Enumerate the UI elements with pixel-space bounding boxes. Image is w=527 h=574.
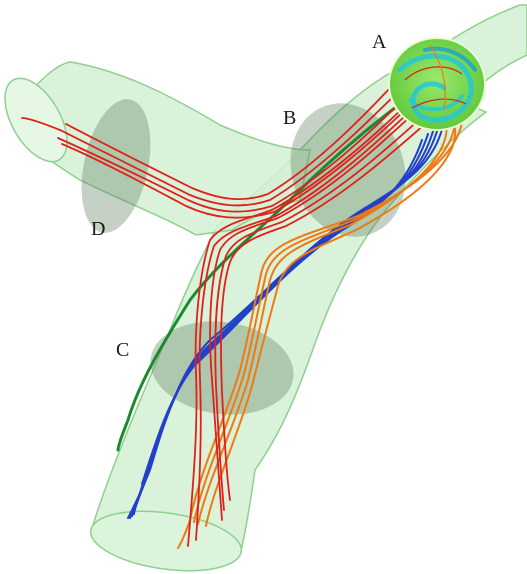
streamline — [65, 71, 406, 201]
streamlines-red — [21, 71, 433, 547]
left-open-end — [4, 77, 68, 163]
streamline — [187, 93, 419, 547]
streamline — [193, 77, 456, 523]
streamline — [209, 101, 427, 521]
streamline — [141, 139, 423, 485]
inlet-swirl — [423, 46, 477, 72]
inlet-streak — [404, 66, 467, 109]
label-c: C — [116, 339, 129, 361]
inlet-face — [388, 37, 486, 131]
streamlines-blue — [127, 109, 447, 519]
streamline — [116, 88, 422, 452]
streamline — [57, 87, 416, 213]
inlet-streak — [429, 44, 446, 111]
cross-section-d — [81, 99, 151, 233]
inlet-swirl — [397, 53, 474, 123]
streamline — [177, 69, 464, 549]
streamline — [61, 95, 421, 219]
label-b: B — [283, 107, 296, 129]
streamlines-green — [116, 88, 422, 452]
streamline — [195, 99, 423, 541]
label-a: A — [372, 31, 387, 53]
streamline — [21, 79, 411, 207]
streamline — [205, 95, 457, 527]
streamline — [197, 85, 448, 525]
bottom-open-end — [89, 510, 243, 572]
label-d: D — [91, 218, 105, 240]
streamline — [214, 109, 431, 511]
streamlines-orange — [177, 69, 464, 549]
streamline — [220, 117, 433, 501]
